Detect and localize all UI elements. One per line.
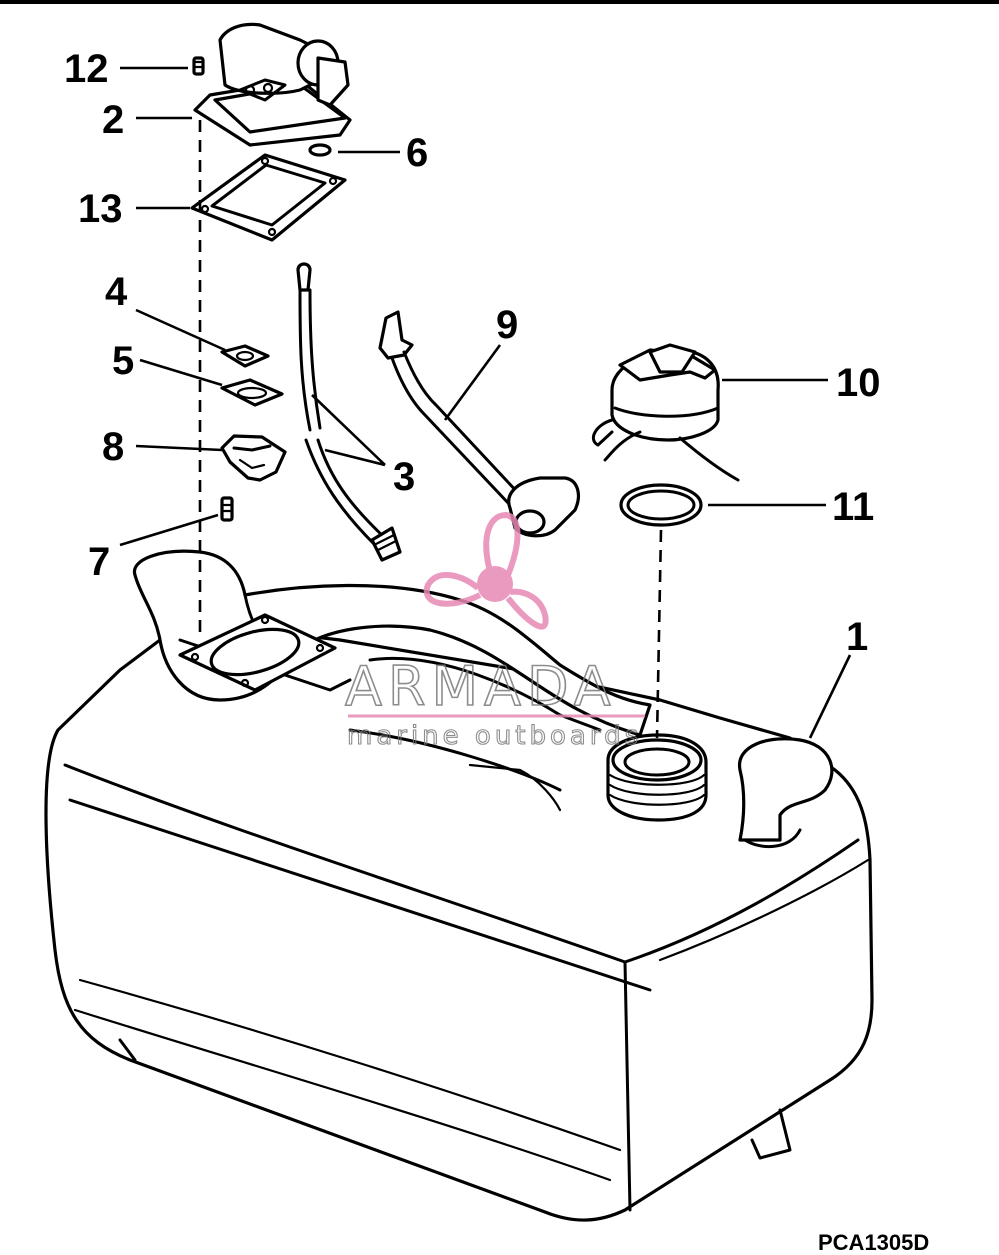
pickup-tube-part-3 <box>296 262 402 562</box>
watermark-brand: ARMADA <box>345 655 617 718</box>
callout-1: 1 <box>846 615 868 659</box>
callout-8: 8 <box>102 425 124 469</box>
screw-part-7 <box>220 496 234 522</box>
callout-12: 12 <box>64 47 109 91</box>
gasket-part-4 <box>220 344 270 368</box>
fuel-tank-part-1 <box>44 549 874 1222</box>
gasket-ring-part-11 <box>619 483 703 527</box>
propeller-logo-icon <box>423 511 549 630</box>
callout-11: 11 <box>832 485 874 529</box>
callout-3: 3 <box>393 455 415 499</box>
gasket-part-13 <box>190 153 347 242</box>
fuel-gauge-part-9 <box>378 310 580 538</box>
callout-6: 6 <box>406 131 428 175</box>
callout-10: 10 <box>836 361 881 405</box>
watermark-tagline: marine outboards <box>347 721 642 751</box>
fuel-cap-part-10 <box>592 343 740 482</box>
callout-9: 9 <box>496 303 518 347</box>
callout-5: 5 <box>112 339 134 383</box>
assembly-centerline-right <box>655 529 663 739</box>
leader-lines <box>119 66 852 739</box>
o-ring-part-6 <box>308 143 332 157</box>
callout-2: 2 <box>102 98 124 142</box>
armada-watermark: ARMADA marine outboards <box>344 511 645 752</box>
callout-labels: 12 2 6 13 4 9 5 10 8 3 11 7 1 <box>64 47 881 659</box>
callout-13: 13 <box>78 187 123 231</box>
callout-7: 7 <box>88 540 110 584</box>
adapter-part-8 <box>220 434 287 482</box>
fuel-connector-part-2 <box>193 22 352 147</box>
drawing-code: PCA1305D <box>818 1230 929 1255</box>
screw-part-12 <box>192 56 205 76</box>
gasket-part-5 <box>220 378 284 407</box>
callout-4: 4 <box>105 270 128 314</box>
